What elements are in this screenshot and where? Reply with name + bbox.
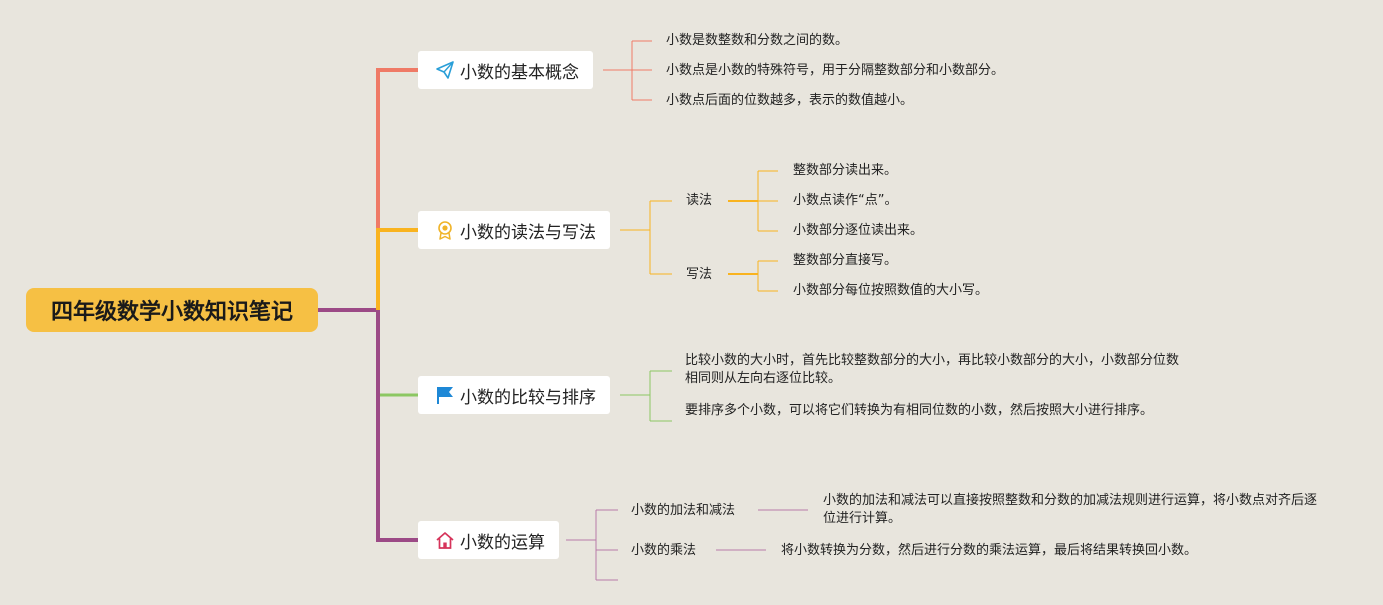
medal-icon (434, 219, 456, 241)
branch-read-write[interactable]: 小数的读法与写法 (418, 211, 610, 249)
flag-icon (434, 384, 456, 406)
note: 比较小数的大小时，首先比较整数部分的大小，再比较小数部分的大小，小数部分位数相同… (685, 353, 1180, 386)
note: 整数部分读出来。 (793, 163, 898, 178)
note: 小数点是小数的特殊符号，用于分隔整数部分和小数部分。 (666, 63, 1005, 78)
note: 整数部分直接写。 (793, 253, 898, 268)
house-icon (434, 529, 456, 551)
subtopic-add-subtract[interactable]: 小数的加法和减法 (631, 503, 736, 518)
branch-operations[interactable]: 小数的运算 (418, 521, 559, 559)
subtopic-writing[interactable]: 写法 (686, 267, 713, 282)
branch-label: 小数的运算 (460, 532, 545, 553)
note: 小数部分逐位读出来。 (793, 223, 924, 238)
subtopic-reading[interactable]: 读法 (686, 193, 713, 208)
note: 小数是数整数和分数之间的数。 (666, 33, 849, 48)
branch-label: 小数的比较与排序 (460, 387, 596, 408)
root-topic[interactable]: 四年级数学小数知识笔记 (26, 288, 318, 332)
note: 小数点后面的位数越多，表示的数值越小。 (666, 93, 914, 108)
branch-label: 小数的读法与写法 (460, 222, 596, 243)
branch-compare-sort[interactable]: 小数的比较与排序 (418, 376, 610, 414)
branch-basic-concept[interactable]: 小数的基本概念 (418, 51, 593, 89)
note: 小数部分每位按照数值的大小写。 (793, 283, 989, 298)
subtopic-multiply[interactable]: 小数的乘法 (631, 543, 697, 558)
note: 小数点读作“点”。 (793, 193, 898, 208)
paper-plane-icon (434, 59, 456, 81)
note: 要排序多个小数，可以将它们转换为有相同位数的小数，然后按照大小进行排序。 (685, 403, 1154, 418)
note: 将小数转换为分数，然后进行分数的乘法运算，最后将结果转换回小数。 (781, 543, 1198, 558)
branch-label: 小数的基本概念 (460, 62, 579, 83)
note: 小数的加法和减法可以直接按照整数和分数的加减法规则进行运算，将小数点对齐后逐位进… (823, 493, 1318, 526)
